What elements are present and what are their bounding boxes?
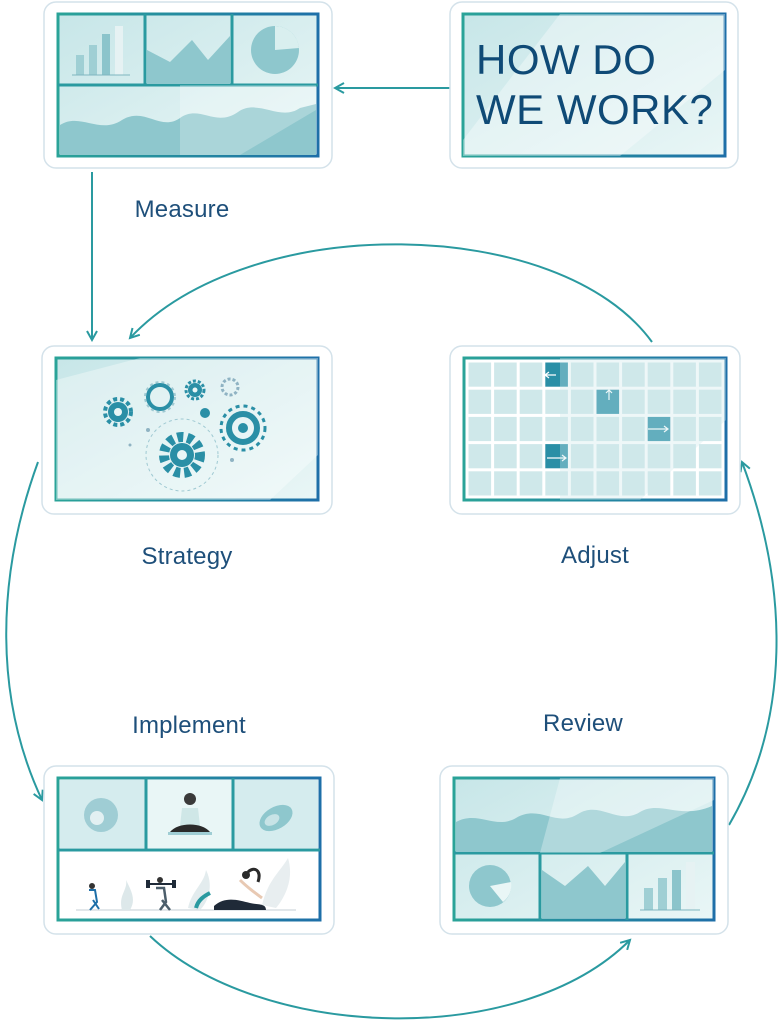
food-icon: [84, 798, 118, 832]
grid-cell: [596, 362, 620, 387]
mountain-chart-icon: [542, 862, 625, 918]
pie-chart-icon: [469, 865, 512, 907]
grid-cell: [570, 444, 594, 469]
grid-cell: [647, 389, 671, 414]
grid-cell: [494, 416, 517, 442]
grid-cell: [519, 416, 543, 442]
direction-arrow-icon: [648, 425, 669, 433]
grid-cell: [622, 362, 645, 387]
grid-cell: [545, 389, 568, 414]
grid-cell: [519, 362, 543, 387]
direction-arrow-icon: [547, 454, 567, 462]
grid-cell: [468, 362, 492, 387]
grid-cell: [698, 362, 722, 387]
grid-cell: [494, 389, 517, 414]
step-label-adjust: Adjust: [561, 542, 629, 569]
grid-cell: [622, 444, 645, 469]
grid-cell: [570, 389, 594, 414]
grid-cell: [519, 444, 543, 469]
grid-cell: [596, 444, 620, 469]
grid-cell: [570, 362, 594, 387]
area-chart-icon: [456, 806, 712, 852]
grid-cell: [545, 362, 568, 387]
grid-cell: [545, 444, 568, 469]
grid-cell: [673, 444, 696, 469]
pie-chart-icon: [251, 25, 299, 74]
grid-cell: [545, 416, 568, 442]
grid-cell: [622, 471, 645, 496]
grid-cell: [596, 471, 620, 496]
grid-cell: [698, 444, 722, 469]
grid-cell: [596, 416, 620, 442]
grid-cell: [673, 471, 696, 496]
arrow-implement-to-review: [149, 935, 630, 1020]
grid-cell: [545, 471, 568, 496]
grid-cell: [698, 389, 722, 414]
arrow-strategy-to-implement: [5, 461, 42, 800]
grid-cell: [698, 416, 722, 442]
grid-cell: [570, 416, 594, 442]
grid-cell: [468, 471, 492, 496]
diagram-title-line-1: HOW DO: [476, 36, 657, 83]
bar-chart-icon: [640, 862, 700, 911]
grid-cell: [468, 416, 492, 442]
grid-cell: [647, 471, 671, 496]
grid-cell: [622, 416, 645, 442]
grid-cell: [570, 471, 594, 496]
grid-cell: [519, 471, 543, 496]
vegetable-icon: [259, 804, 293, 832]
title-card: [449, 1, 739, 169]
grid-cell: [647, 444, 671, 469]
adjust-card: [449, 345, 741, 515]
area-chart-icon: [60, 104, 316, 155]
arrow-review-to-adjust: [728, 462, 778, 826]
grid-cell: [698, 471, 722, 496]
grid-cell: [596, 389, 620, 414]
grid-cell: [494, 471, 517, 496]
connector-arrows: [5, 88, 778, 1020]
fitness-icons: [76, 858, 296, 911]
arrow-adjust-to-strategy: [130, 243, 653, 343]
strategy-card: [41, 345, 333, 515]
step-label-measure: Measure: [134, 196, 230, 223]
grid-cell: [673, 416, 696, 442]
grid-cell: [494, 362, 517, 387]
grid-cell: [673, 389, 696, 414]
grid-cell: [647, 362, 671, 387]
step-label-implement: Implement: [132, 712, 246, 739]
step-label-review: Review: [543, 710, 623, 737]
step-label-strategy: Strategy: [141, 543, 233, 570]
grid-icon: [468, 362, 722, 496]
grid-cell: [673, 362, 696, 387]
grid-cell: [468, 389, 492, 414]
diagram-title-line-2: WE WORK?: [476, 86, 714, 133]
grid-cell: [494, 444, 517, 469]
meditation-icon: [168, 793, 212, 835]
grid-cell: [519, 389, 543, 414]
grid-cell: [468, 444, 492, 469]
bar-chart-icon: [72, 26, 130, 76]
grid-cell: [622, 389, 645, 414]
gears-icon: [103, 377, 267, 492]
implement-card: [43, 765, 335, 935]
direction-arrow-icon: [544, 371, 556, 379]
direction-arrow-icon: [605, 389, 613, 400]
measure-card: [43, 1, 333, 169]
mountain-chart-icon: [147, 36, 230, 84]
review-card: [439, 765, 729, 935]
